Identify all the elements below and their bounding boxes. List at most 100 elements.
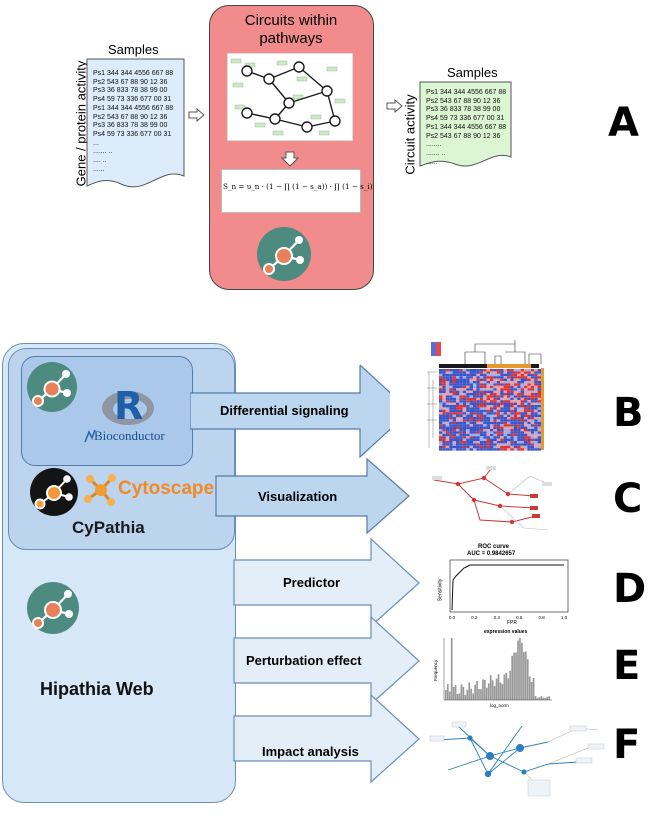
heatmap-cell [503, 373, 507, 377]
heatmap-cell [479, 407, 484, 410]
heatmap-cell [439, 409, 443, 413]
heatmap-cell [479, 426, 484, 429]
heatmap-cell [493, 407, 497, 410]
heatmap-cell [537, 448, 541, 451]
heatmap-cell [462, 393, 467, 396]
heatmap-cell [439, 419, 443, 422]
heatmap-cell [466, 397, 470, 401]
heatmap-cell [524, 407, 528, 410]
heatmap-cell [493, 433, 497, 437]
histogram-bar [540, 695, 543, 700]
data-row: Ps2 543 67 88 90 12 36 [93, 113, 168, 121]
heatmap-cell [507, 441, 511, 444]
heatmap-cell [530, 388, 535, 391]
heatmap-cell [439, 388, 443, 391]
heatmap-cell [476, 438, 480, 441]
heatmap-cell [476, 393, 480, 396]
heatmap-cell [534, 414, 538, 417]
histogram-bar [448, 691, 451, 700]
heatmap-cell [459, 393, 463, 396]
heatmap-cell [534, 393, 538, 396]
heatmap-cell [510, 424, 514, 427]
heatmap-cell [459, 402, 463, 405]
heatmap-cell [520, 445, 524, 449]
heatmap-cell [510, 443, 514, 446]
heatmap-cell [466, 426, 470, 429]
heatmap-cell [493, 393, 497, 396]
heatmap-cell [513, 393, 518, 396]
heatmap-cell [500, 376, 504, 379]
heatmap-cell [510, 369, 514, 372]
heatmap-cell [513, 412, 518, 415]
arrow-right-icon [188, 108, 205, 122]
heatmap-cell [517, 433, 521, 437]
heatmap-cell [493, 431, 497, 434]
heatmap-cell [507, 436, 511, 439]
roc-xlabel: FPR [507, 620, 517, 626]
heatmap-cell [490, 417, 494, 420]
heatmap-cell [452, 417, 456, 420]
heatmap-cell [462, 419, 467, 422]
heatmap-cell [500, 424, 504, 427]
heatmap-cell [500, 426, 504, 429]
arrow-predictor [233, 538, 420, 628]
heatmap-cell [466, 385, 470, 389]
hipathia-web-label: Hipathia Web [40, 679, 154, 699]
heatmap-cell [476, 400, 480, 403]
heatmap-cell [500, 402, 504, 405]
heatmap-cell [510, 405, 514, 408]
heatmap-cell [520, 421, 524, 425]
heatmap-cell [496, 412, 501, 415]
heatmap-cell [476, 402, 480, 405]
heatmap-cell [466, 369, 470, 372]
heatmap-cell [524, 369, 528, 372]
heatmap-cell [530, 369, 535, 372]
heatmap-cell [520, 383, 524, 386]
heatmap-cell [510, 376, 514, 379]
heatmap-cell [469, 378, 473, 381]
heatmap-cell [459, 448, 463, 451]
heatmap-cell [510, 414, 514, 417]
histogram-bar [487, 683, 490, 700]
heatmap-cell [496, 419, 501, 422]
heatmap-cell [486, 433, 490, 437]
heatmap-cell [490, 385, 494, 389]
heatmap-cell [537, 371, 541, 374]
heatmap-cell [462, 436, 467, 439]
cytoscape-logo-icon [84, 474, 116, 506]
heatmap-cell [490, 429, 494, 432]
heatmap-cell [466, 433, 470, 437]
histogram-bar [489, 675, 492, 700]
heatmap-cell [486, 381, 490, 384]
heatmap-cell [462, 412, 467, 415]
heatmap-cell [496, 383, 501, 386]
heatmap-cell [507, 383, 511, 386]
heatmap-cell [530, 417, 535, 420]
heatmap-cell [459, 385, 463, 389]
heatmap-cell [493, 369, 497, 372]
heatmap-cell [517, 381, 521, 384]
heatmap-cell [459, 407, 463, 410]
heatmap-cell [479, 431, 484, 434]
heatmap-cell [534, 433, 538, 437]
heatmap-cell [503, 390, 507, 393]
heatmap-cell [527, 421, 531, 425]
heatmap-cell [493, 388, 497, 391]
heatmap-cell [456, 436, 460, 439]
heatmap-cell [524, 445, 528, 449]
heatmap-cell [486, 421, 490, 425]
pathway-visualization-thumbnail [430, 466, 554, 538]
heatmap-cell [449, 438, 453, 441]
heatmap-cell [452, 381, 456, 384]
heatmap-cell [476, 376, 480, 379]
heatmap-cell [459, 390, 463, 393]
heatmap-cell [442, 402, 446, 405]
panel-letter-a: A [608, 100, 639, 146]
heatmap-cell [456, 412, 460, 415]
heatmap-cell [490, 402, 494, 405]
heatmap-cell [483, 393, 487, 396]
heatmap-cell [473, 441, 477, 444]
heatmap-cell [445, 385, 450, 389]
heatmap-cell [476, 405, 480, 408]
heatmap-cell [534, 373, 538, 377]
